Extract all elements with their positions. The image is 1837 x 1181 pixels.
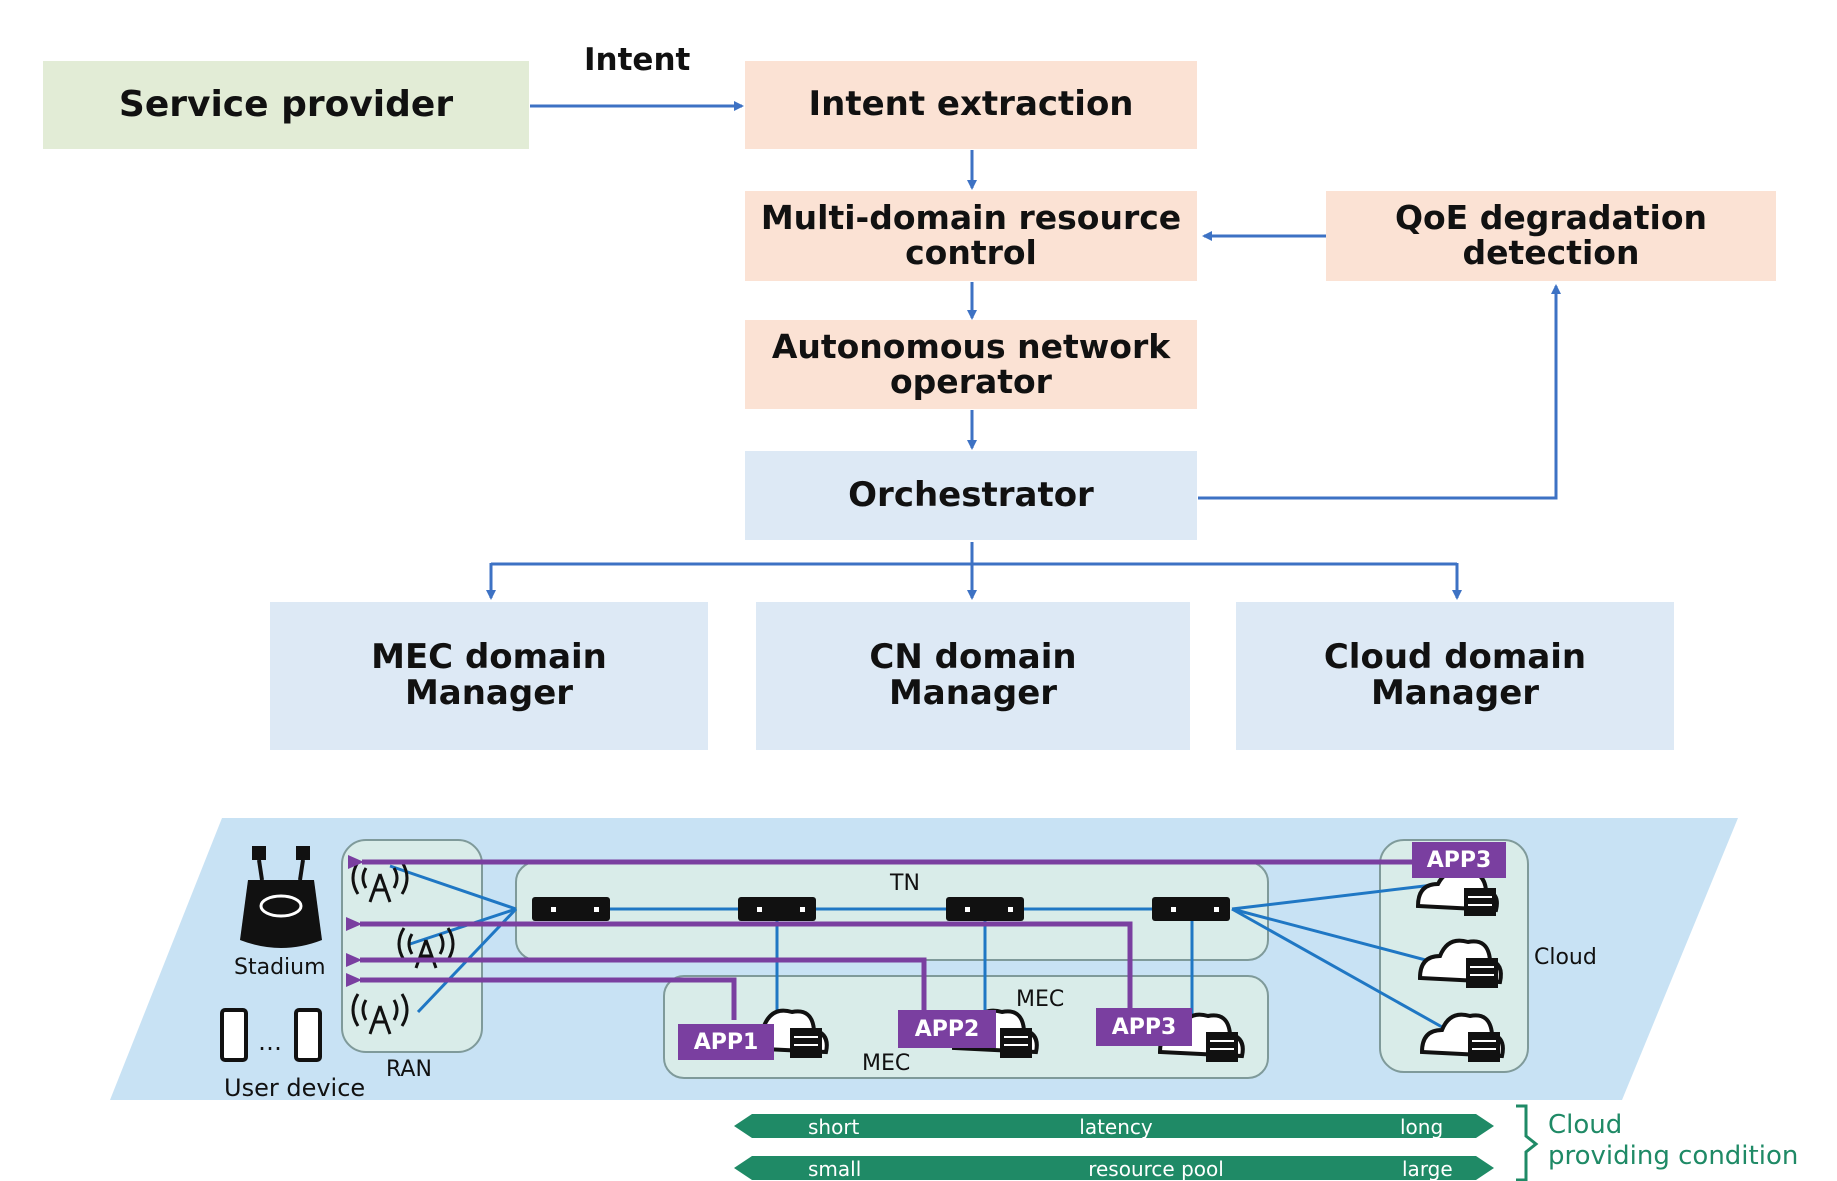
user-device-label: User device [224,1074,365,1102]
link-ran-1 [389,864,517,911]
intent-label: Intent [584,42,691,78]
multi-domain-box: Multi-domain resource control [745,191,1197,281]
cloud-manager-box: Cloud domain Manager [1236,602,1674,750]
link-cloud-2 [1231,907,1457,970]
app3-cloud-badge [1412,842,1506,878]
app-paths [346,855,1418,1020]
arrow-orchestrator-to-qoe [1198,284,1561,500]
network-labels: Stadium User device … RAN TN MEC MEC Clo… [224,871,1597,1102]
condition-arrows: short latency long small resource pool l… [734,1104,1539,1181]
path-app3-mec [346,917,1133,1008]
tn-switches [532,897,1230,921]
mec-label: MEC [1016,987,1064,1012]
cloud-server-icon [1417,938,1503,988]
multi-domain-label: Multi-domain resource control [760,198,1182,272]
stadium-label: Stadium [234,955,326,980]
path-app1 [346,973,737,1020]
service-provider-label: Service provider [118,84,454,126]
cn-manager-label: CN domain Manager [869,637,1077,713]
resource-right: large [1402,1157,1453,1181]
cloud-label: Cloud [1534,945,1597,970]
app3-cloud-label: APP3 [1427,848,1492,873]
mec-manager-box: MEC domain Manager [270,602,708,750]
app2-label: APP2 [915,1017,980,1042]
resource-left: small [808,1157,861,1181]
resource-arrow [734,1156,1494,1180]
orchestrator-label: Orchestrator [848,474,1094,515]
autonomous-box: Autonomous network operator [745,320,1197,409]
antenna-icon [397,927,455,969]
qoe-box: QoE degradation detection [1326,191,1776,281]
latency-left: short [808,1115,860,1139]
latency-right: long [1400,1115,1443,1139]
path-app2 [346,953,927,1010]
switch-1 [532,897,610,921]
latency-arrow [734,1114,1494,1138]
cloud-server-icons [741,869,1505,1062]
cn-manager-box: CN domain Manager [756,602,1190,750]
user-device-icon [220,1008,322,1062]
intent-extraction-label: Intent extraction [808,84,1134,125]
stadium-icon [240,846,322,948]
condition-bracket [1516,1104,1539,1181]
orchestrator-box: Orchestrator [745,451,1197,540]
autonomous-label: Autonomous network operator [771,326,1171,401]
link-cloud-3 [1231,907,1459,1038]
app1-badge [678,1024,774,1060]
app3-mec-label: APP3 [1112,1015,1177,1040]
qoe-label: QoE degradation detection [1394,198,1708,272]
cloud-manager-label: Cloud domain Manager [1323,637,1587,713]
intent-extraction-box: Intent extraction [745,61,1197,149]
antenna-icons [351,861,455,1035]
mec-region-label: MEC [862,1051,910,1076]
cloud-server-icon [1419,1012,1505,1062]
flow-arrows [486,101,1561,600]
app3-mec-badge [1096,1008,1192,1046]
link-cloud-1 [1231,880,1459,911]
tn-label: TN [889,871,920,896]
antenna-icon [351,993,409,1035]
switch-3 [946,897,1024,921]
mec-manager-label: MEC domain Manager [371,637,607,713]
switch-2 [738,897,816,921]
latency-center: latency [1079,1115,1153,1139]
app1-label: APP1 [694,1030,759,1055]
ran-label: RAN [386,1057,432,1082]
switch-4 [1152,897,1230,921]
service-provider-box: Service provider [43,61,529,149]
resource-center: resource pool [1088,1157,1224,1181]
app-labels: APP1 APP2 APP3 APP3 [678,842,1506,1060]
app2-badge [898,1010,996,1048]
antenna-icon [351,861,409,903]
user-device-ellipsis: … [258,1028,282,1056]
condition-title: Cloud providing condition [1548,1110,1799,1172]
